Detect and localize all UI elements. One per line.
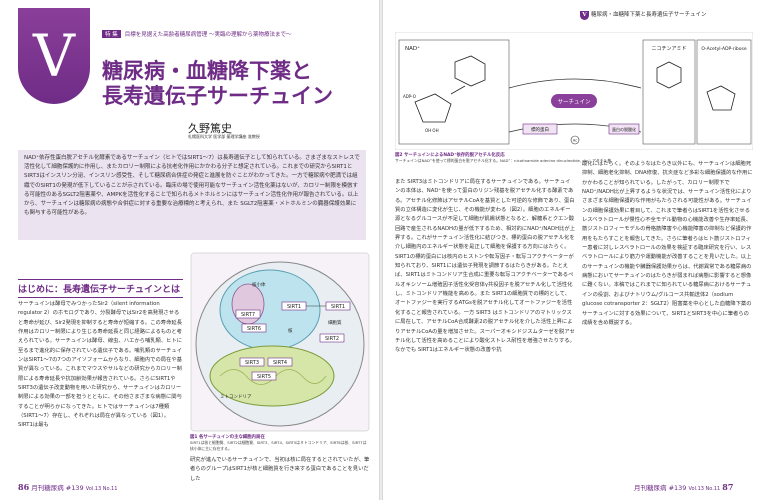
volume-left: Vol.13 No.11 (85, 486, 118, 492)
chapter-badge: V (18, 8, 90, 104)
figure-2-reaction-diagram: NAD⁺ ADP-O OH OH サーチュイン ニコチンアミド O-Acetyl… (395, 32, 753, 150)
svg-text:ADP-O: ADP-O (403, 94, 416, 99)
sirt4-box (267, 357, 293, 367)
figure-2-caption-text: サーチュインはNAD⁺を使って標的蛋白を脱アセチル化する。NAD⁺：nicoti… (395, 158, 612, 163)
footer-left: 86 月刊糖尿病 #139 Vol.13 No.11 (18, 482, 117, 492)
substrate-box (522, 123, 558, 135)
oaadpr-box (696, 39, 752, 145)
mitochondria-label: ミトコンドリア (220, 394, 252, 400)
sirt2-label: SIRT2 (325, 336, 339, 342)
sirt6-label: SIRT6 (247, 326, 261, 332)
article-title: 糖尿病・血糖降下薬と 長寿遺伝子サーチュイン (102, 58, 333, 108)
oaadpr-label: O-Acetyl-ADP-ribose (701, 46, 746, 52)
left-page: V 特 集目標を見据えた高齢者糖尿病管理 〜実臨の理解から薬物療法まで〜 糖尿病… (0, 0, 380, 500)
sirt6-box (241, 323, 267, 333)
sirt5-label: SIRT5 (257, 374, 271, 380)
reaction-arrow-top (508, 78, 642, 89)
body-column-1: サーチュインは酵母でみつかったSir2（silent information r… (18, 301, 183, 429)
figure-1-caption-text: SIRT1は核と細胞質、SIRT2は細胞質、SIRT3、SIRT4、SIRT5は… (190, 440, 367, 451)
figure-1-caption: 図1 各サーチュインの主な細胞内局在 SIRT1は核と細胞質、SIRT2は細胞質… (190, 434, 370, 474)
series-subheading: 特 集目標を見据えた高齢者糖尿病管理 〜実臨の理解から薬物療法まで〜 (102, 30, 292, 38)
acetyl-circle (570, 135, 580, 145)
nad-bond (450, 85, 466, 95)
author-affiliation: 札幌医科大学 医学部 薬理学講座 准教授 (188, 134, 260, 139)
nad-ribose-ring (414, 93, 452, 123)
sirt5-box (251, 371, 277, 381)
nad-nicotinamide-ring (454, 55, 486, 87)
page-number-left: 86 (18, 482, 30, 492)
cytoplasm-label: 細胞質 (328, 319, 342, 326)
figure-1-cell-diagram: SIRT7 核小体 SIRT6 SIRT1 核 SIRT1 細胞質 SIRT2 … (190, 252, 370, 432)
sirt1-nuclear-label: SIRT1 (287, 304, 301, 310)
author-name: 久野篤史 (188, 122, 232, 135)
journal-name-right: 月刊糖尿病 #139 (634, 484, 687, 492)
title-line-2: 長寿遺伝子サーチュイン (102, 83, 333, 108)
product-label: 蛋白の脱酸化 (612, 126, 636, 132)
substrate-label: 標的蛋白 (531, 126, 549, 133)
figure-2-caption: 図2 サーチュインによるNAD⁺依存的脱アセチル化反応 サーチュインはNAD⁺を… (395, 152, 615, 164)
journal-name-left: 月刊糖尿病 #139 (31, 484, 84, 492)
sirtuin-enzyme-label: サーチュイン (557, 99, 591, 106)
body-column-3: また SIRT3はミトコンドリアに局在するサーチュインである。サーチュインの本体… (395, 179, 575, 354)
nad-label: NAD⁺ (405, 45, 420, 52)
sirt3-box (239, 357, 265, 367)
sirt4-label: SIRT4 (273, 360, 287, 366)
binding-gutter (379, 0, 383, 500)
sirt1-cyto-box (325, 301, 351, 311)
nucleolus-label: 核小体 (252, 281, 266, 288)
acetyl-label: Ac (573, 139, 577, 143)
title-line-1: 糖尿病・血糖降下薬と (102, 58, 312, 83)
body-column-2: 研究が進んでいるサーチュインで、当初は核に局在するとされていたが、筆者らのグルー… (190, 457, 370, 482)
product-box (608, 123, 640, 135)
nicotinamide-box (642, 39, 696, 145)
figure-2-caption-title: 図2 サーチュインによるNAD⁺依存的脱アセチル化反応 (395, 153, 505, 158)
page-number-right: 87 (722, 482, 734, 492)
body-column-4: 酸化にはたらく。そのようなはたらき以外にも、サーチュインは細胞死抑制、細胞老化抑… (582, 161, 753, 326)
sirt7-box (235, 309, 261, 319)
footer-right: 月刊糖尿病 #139 Vol.13 No.11 87 (634, 482, 733, 492)
volume-right: Vol.13 No.11 (688, 486, 721, 492)
series-text: 目標を見据えた高齢者糖尿病管理 〜実臨の理解から薬物療法まで〜 (124, 32, 292, 38)
svg-text:OH OH: OH OH (425, 128, 439, 133)
running-head-text: 糖尿病・血糖降下薬と長寿遺伝子サーチュイン (591, 12, 707, 18)
nucleus-label: 核 (288, 327, 293, 334)
running-head-badge: V (580, 11, 589, 20)
section-heading: はじめに：長寿遺伝子サーチュインとは (18, 279, 183, 298)
nicotinamide-label: ニコチンアミド (652, 46, 687, 52)
abstract-box: NAD⁺依存性蛋白脱アセチル化酵素であるサーチュイン（ヒトではSIRT1〜7）は… (18, 150, 366, 240)
sirt2-box (319, 333, 345, 343)
sirt7-label: SIRT7 (241, 312, 255, 318)
sirtuin-enzyme-ellipse (551, 94, 597, 108)
sirt1-cyto-label: SIRT1 (331, 304, 345, 310)
sirt3-label: SIRT3 (245, 360, 259, 366)
series-tag: 特 集 (102, 30, 121, 38)
figure-1-caption-title: 図1 各サーチュインの主な細胞内局在 (190, 435, 265, 440)
